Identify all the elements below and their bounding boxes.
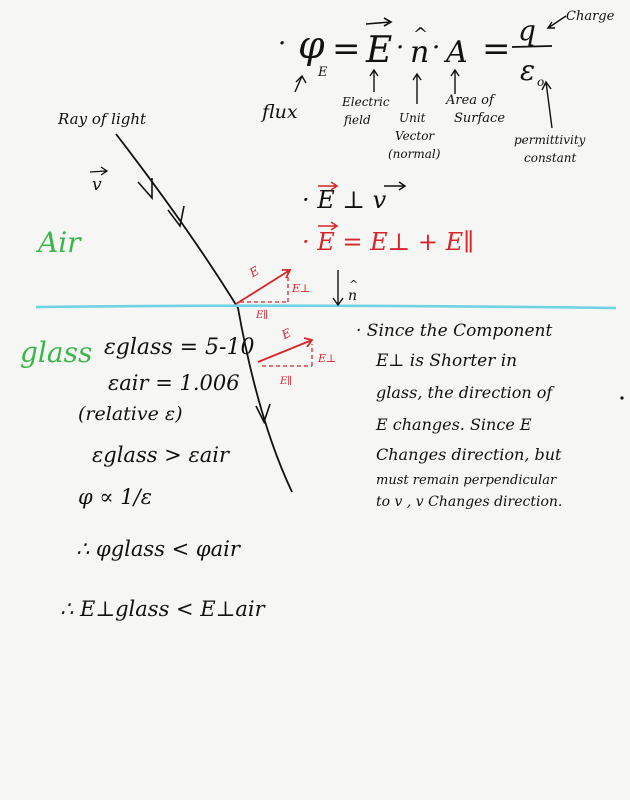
explanation-line-6: must remain perpendicular [376,473,557,488]
formula-phi-subscript: E [317,65,328,80]
label-area-2: Surface [454,111,505,126]
formula-n: n [410,35,429,70]
normal-vector-arrow [332,270,344,307]
formula-E: E [365,30,392,71]
ray-arrowhead-2 [167,205,185,228]
diagram-air-Epar: E∥ [255,309,268,321]
note-perpendicular: · E ⊥ v [302,186,387,214]
diagram-air-Eperp: E⊥ [291,282,310,295]
label-permittivity-1: permittivity [514,133,586,147]
ray-of-light-path [115,133,293,493]
explanation-line-5: Changes direction, but [376,445,562,464]
explanation-text: · Since the Component E⊥ is Shorter in g… [356,321,562,510]
formula-equals-1: = [332,29,361,69]
label-charge: Charge [566,9,615,24]
label-unit-vector-2: Vector [395,129,435,143]
normal-vector-label: n [348,288,357,304]
eq-eps-air: εair = 1.006 [108,371,240,395]
field-diagram-air: E E⊥ E∥ [235,263,310,321]
formula-annotation-arrows [294,15,567,129]
ray-velocity-v: v [92,175,102,195]
label-flux: flux [260,101,298,123]
eq-compare: εglass > εair [92,443,231,467]
normal-vector-hat: ^ [349,278,358,291]
label-electric-field-2: field [343,113,371,127]
medium-glass-label: glass [20,336,92,369]
label-area-1: Area of [445,93,496,108]
formula-epsilon: ε [520,54,535,87]
note-perp-E-arrow [318,181,339,191]
eq-proportional: φ ∝ 1/ε [78,485,152,509]
diagram-glass-E: E [279,326,294,343]
formula-equals-2: = [482,29,511,69]
explanation-line-3: glass, the direction of [376,383,555,402]
explanation-line-7: to v , v Changes direction. [376,494,562,510]
explanation-line-1: · Since the Component [356,321,553,341]
ray-arrowhead-3 [255,403,271,425]
stray-dot [620,396,624,400]
formula-E-vector-arrow [365,17,393,27]
glass-equations: εglass = 5-10 εair = 1.006 (relative ε) … [60,335,267,621]
formula-dot-2: · [432,33,440,63]
eq-therefore-2: ∴ E⊥glass < E⊥air [60,597,267,621]
diagram-glass-Epar: E∥ [279,375,292,387]
formula-n-hat: ^ [413,24,428,45]
label-electric-field-1: Electric [341,95,390,109]
formula-epsilon-subscript: o [537,75,544,89]
ray-label: Ray of light [57,110,147,128]
field-diagram-glass: E E⊥ E∥ [257,326,336,387]
label-permittivity-2: constant [524,151,577,165]
formula-A: A [443,35,468,70]
note-perp-v-arrow [384,181,407,191]
diagram-air-E: E [246,263,262,280]
explanation-line-2: E⊥ is Shorter in [375,351,517,371]
label-unit-vector-3: (normal) [388,147,441,161]
eq-eps-glass: εglass = 5-10 [104,335,254,360]
formula-q: q [518,14,536,47]
eq-therefore-1: ∴ φglass < φair [76,537,242,561]
explanation-line-4: E changes. Since E [375,415,532,434]
flux-formula: · φ E = E · n ^ · A = q ε o [278,14,553,89]
note-sum: · E = E⊥ + E∥ [302,228,474,256]
eq-relative: (relative ε) [78,403,182,425]
ray-arrowhead-1 [137,178,153,201]
formula-phi: φ [298,23,325,67]
formula-dot-1: · [396,33,404,63]
formula-fraction-bar [511,45,553,48]
air-glass-interface [35,304,617,310]
formula-bullet: · [278,29,286,59]
diagram-glass-Eperp: E⊥ [317,352,336,365]
label-unit-vector-1: Unit [399,111,426,125]
medium-air-label: Air [35,226,82,259]
ray-velocity-arrow [89,166,109,176]
note-sum-E-arrow [318,221,339,231]
